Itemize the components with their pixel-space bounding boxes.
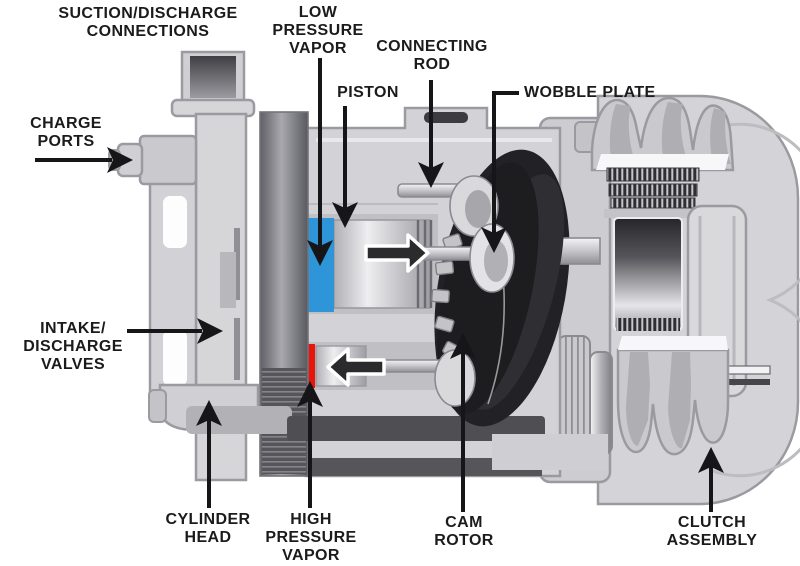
label-cylinder-head: CYLINDER HEAD <box>165 511 251 547</box>
leader-arrows <box>35 58 724 512</box>
intake-discharge-valve-slots <box>234 228 240 300</box>
high-pressure-vapor-region <box>306 344 315 388</box>
intake-discharge-valves-arrow <box>127 318 223 344</box>
clutch-coil-core <box>613 217 683 331</box>
charge-ports-arrow <box>35 147 133 173</box>
piston-arrow <box>332 106 358 228</box>
label-suction-discharge-connections: SUCTION/DISCHARGE CONNECTIONS <box>58 5 238 41</box>
label-low-pressure-vapor: LOW PRESSURE VAPOR <box>272 4 364 58</box>
label-wobble-plate: WOBBLE PLATE <box>524 84 656 101</box>
label-charge-ports: CHARGE PORTS <box>30 115 102 151</box>
flow-arrows <box>326 233 430 387</box>
connecting-rod-arrow <box>418 80 444 188</box>
label-cam-rotor: CAM ROTOR <box>434 514 494 550</box>
high-pressure-vapor-arrow <box>297 381 323 508</box>
label-clutch-assembly: CLUTCH ASSEMBLY <box>666 514 758 550</box>
connecting-rod-part <box>397 175 499 237</box>
label-piston: PISTON <box>337 84 399 101</box>
cylinder-head-arrow <box>196 400 222 508</box>
low-pressure-vapor-arrow <box>307 58 333 266</box>
label-intake-discharge-valves: INTAKE/ DISCHARGE VALVES <box>23 320 123 374</box>
label-connecting-rod: CONNECTING ROD <box>376 38 488 74</box>
clutch-assembly-arrow <box>698 447 724 512</box>
cam-rotor-arrow <box>450 333 476 512</box>
wobble-plate-arrow <box>481 91 519 253</box>
clutch-coil-windings <box>606 167 700 209</box>
label-high-pressure-vapor: HIGH PRESSURE VAPOR <box>265 511 357 565</box>
flow-left-arrow-icon <box>326 347 386 387</box>
flow-right-arrow-icon <box>364 233 430 273</box>
